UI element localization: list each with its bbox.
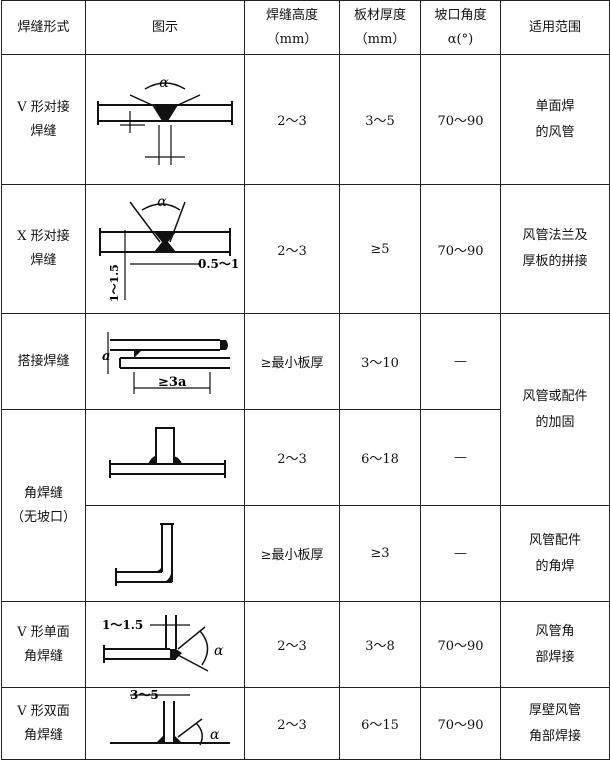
lap-weld-diagram: a ≥3a: [102, 331, 230, 394]
t-fillet-weld-diagram: [109, 426, 226, 478]
cell-range: 风管配件 的角焊: [500, 505, 610, 602]
cell-range: 风管角 部焊接: [500, 601, 610, 688]
cell-range: 风管或配件 的加固: [500, 313, 610, 506]
alpha-label: α: [210, 727, 220, 743]
header-form: 焊缝形式: [1, 0, 86, 55]
cell-thickness: ≥5: [339, 184, 421, 314]
header-thickness-l1: 板材厚度: [353, 7, 406, 23]
a-label: a: [102, 349, 110, 364]
header-angle: 坡口角度 α(°): [420, 0, 501, 55]
cell-thickness: 6～18: [339, 409, 421, 506]
table-row: 搭接焊缝 a ≥3a ≥最小板厚 3～10 — 风管或配件 的: [1, 313, 610, 506]
cell-form: 角焊缝 （无坡口）: [1, 409, 86, 602]
v-single-corner-weld-diagram: 1～1.5 α: [102, 614, 224, 672]
table-row: ≥最小板厚 ≥3 — 风管配件 的角焊: [2, 505, 610, 602]
cell-angle: —: [420, 409, 501, 506]
cell-form: 搭接焊缝: [1, 313, 86, 410]
cell-diagram: a ≥3a: [85, 313, 245, 410]
alpha-label: α: [214, 643, 224, 659]
alpha-label: α: [159, 75, 169, 91]
cell-thickness: ≥3: [339, 505, 421, 602]
cell-form: V 形双面 角焊缝: [1, 687, 86, 760]
v-butt-weld-diagram: α: [97, 75, 233, 165]
cell-diagram: 3～5 α: [85, 687, 245, 760]
header-height-l2: （mm）: [266, 31, 318, 47]
cell-form: X 形对接 焊缝: [1, 184, 86, 314]
header-thickness: 板材厚度 （mm）: [339, 0, 421, 55]
cell-form: V 形对接 焊缝: [1, 54, 86, 185]
v-double-corner-weld-diagram: 3～5 α: [110, 689, 230, 745]
cell-height: 2～3: [244, 54, 340, 185]
cell-thickness: 6～15: [339, 687, 421, 760]
cell-thickness: 3～10: [339, 313, 421, 410]
cell-diagram: 1～1.5 α: [85, 601, 245, 688]
header-angle-l1: 坡口角度: [434, 7, 487, 23]
cell-thickness: 3～8: [339, 601, 421, 688]
cell-diagram: α 0.5～1 1～1.5: [85, 184, 245, 314]
table-row: V 形单面 角焊缝 1～1.5 α 2～3 3～8 70～90 风管角 部焊接: [1, 601, 610, 688]
gap-label: 0.5～1: [198, 257, 239, 271]
header-height: 焊缝高度 （mm）: [244, 0, 340, 55]
corner-fillet-weld-diagram: [115, 522, 174, 586]
x-butt-weld-diagram: α 0.5～1 1～1.5: [99, 194, 239, 302]
cell-diagram: [85, 409, 245, 506]
overlap-label: ≥3a: [158, 375, 187, 390]
cell-diagram: [85, 505, 245, 602]
table-row: X 形对接 焊缝 α 0.5～1 1～1.5 2～3 ≥5 70～90 风管法兰…: [1, 184, 610, 314]
header-range: 适用范围: [500, 0, 610, 55]
gap-label: 3～5: [130, 689, 159, 702]
table-row: V 形双面 角焊缝 3～5 α 2～3 6～15 70～90 厚壁风管 角部焊接: [1, 687, 610, 760]
cell-height: 2～3: [244, 601, 340, 688]
cell-diagram: α: [85, 54, 245, 185]
cell-angle: 70～90: [420, 601, 501, 688]
cell-height: 2～3: [244, 184, 340, 314]
cell-height: 2～3: [244, 687, 340, 760]
cell-form: V 形单面 角焊缝: [1, 601, 86, 688]
cell-height: ≥最小板厚: [244, 313, 340, 410]
cell-angle: 70～90: [420, 184, 501, 314]
cell-angle: —: [420, 505, 501, 602]
cell-thickness: 3～5: [339, 54, 421, 185]
cell-range: 单面焊 的风管: [500, 54, 610, 185]
header-row: 焊缝形式 图示 焊缝高度 （mm） 板材厚度 （mm） 坡口角度 α(°) 适用范围: [1, 0, 610, 55]
header-angle-l2: α(°): [447, 31, 474, 47]
cell-height: ≥最小板厚: [244, 505, 340, 602]
cell-height: 2～3: [244, 409, 340, 506]
header-diagram: 图示: [85, 0, 245, 55]
table-row: V 形对接 焊缝 α 2～3 3～5 70～90 单: [1, 54, 610, 185]
cell-angle: 70～90: [420, 687, 501, 760]
header-height-l1: 焊缝高度: [265, 7, 318, 23]
cell-angle: 70～90: [420, 54, 501, 185]
cell-range: 厚壁风管 角部焊接: [500, 687, 610, 760]
cell-angle: —: [420, 313, 501, 410]
root-label: 1～1.5: [108, 264, 121, 302]
alpha-label: α: [157, 194, 167, 210]
header-thickness-l2: （mm）: [354, 31, 406, 47]
gap-label: 1～1.5: [102, 618, 143, 632]
cell-range: 风管法兰及 厚板的拼接: [500, 184, 610, 314]
